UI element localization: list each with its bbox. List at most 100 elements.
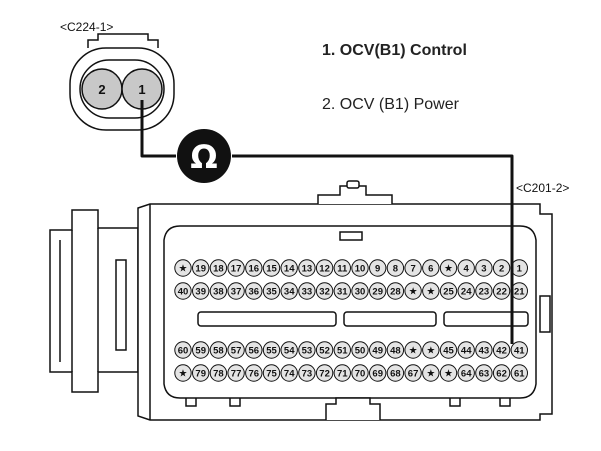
c201-pin bbox=[209, 282, 228, 300]
c201-pin-label: 40 bbox=[178, 287, 189, 298]
c201-pin-label: 70 bbox=[355, 369, 366, 380]
c201-divider-left bbox=[197, 311, 337, 327]
c201-pin bbox=[422, 282, 440, 300]
c201-pin-label: 58 bbox=[213, 346, 224, 357]
c201-pin bbox=[209, 341, 228, 359]
c201-pin-label: 19 bbox=[195, 264, 206, 275]
c201-pin-label: ★ bbox=[426, 369, 435, 380]
c201-pin-label: 35 bbox=[266, 287, 277, 298]
c201-pin bbox=[386, 282, 405, 300]
c201-latch-knob bbox=[346, 180, 360, 189]
c201-pin-label: 28 bbox=[390, 287, 401, 298]
c201-slot bbox=[115, 259, 127, 351]
c201-pin-label: 59 bbox=[195, 346, 206, 357]
c201-pin bbox=[227, 282, 245, 300]
c201-pin-label: 10 bbox=[355, 264, 366, 275]
c201-pin bbox=[262, 364, 281, 382]
c201-pin-label: 30 bbox=[355, 287, 366, 298]
c201-bottom-lock bbox=[325, 397, 381, 420]
c201-pin-label: ★ bbox=[444, 369, 453, 380]
c201-pin bbox=[351, 364, 369, 382]
c201-pin-label: 39 bbox=[195, 287, 206, 298]
c201-pin-label: 11 bbox=[337, 264, 348, 275]
c201-pin bbox=[475, 341, 493, 359]
c201-pin bbox=[333, 259, 351, 277]
c201-pin-label: ★ bbox=[409, 287, 418, 298]
c201-pin bbox=[245, 341, 263, 359]
c201-pin bbox=[475, 259, 493, 277]
c201-pin-label: 56 bbox=[249, 346, 260, 357]
c224-connector-label: <C224-1> bbox=[60, 20, 114, 34]
c201-pin-label: 1 bbox=[517, 264, 523, 275]
c201-pin-label: 7 bbox=[410, 264, 415, 275]
c201-pin-label: 21 bbox=[514, 287, 525, 298]
c201-pin bbox=[386, 259, 405, 277]
c201-pin bbox=[209, 364, 228, 382]
c201-divider-mid bbox=[343, 311, 437, 327]
c201-pin bbox=[386, 341, 405, 359]
c201-pin-label: 16 bbox=[249, 264, 260, 275]
c201-pin-label: 57 bbox=[231, 346, 242, 357]
c201-pin bbox=[351, 259, 369, 277]
c201-pin-label: 4 bbox=[464, 264, 470, 275]
c201-pin bbox=[192, 364, 210, 382]
c201-right-rib bbox=[539, 295, 551, 333]
c201-pin bbox=[404, 282, 422, 300]
c201-pin bbox=[510, 341, 528, 359]
c224-top-tab bbox=[87, 33, 159, 48]
c201-pin bbox=[245, 364, 263, 382]
c201-pin-label: 71 bbox=[337, 369, 348, 380]
c201-pin bbox=[457, 282, 475, 300]
c224-connector: 2 1 bbox=[69, 33, 175, 131]
c201-pin bbox=[404, 364, 422, 382]
c201-pin bbox=[404, 341, 422, 359]
c201-pin bbox=[492, 282, 511, 300]
c201-pin-label: 67 bbox=[408, 369, 419, 380]
c201-pin-label: 25 bbox=[443, 287, 454, 298]
c201-left-flange-inner bbox=[59, 228, 99, 372]
ohmmeter-symbol: Ω bbox=[177, 129, 231, 183]
c201-pin-label: 32 bbox=[319, 287, 330, 298]
c201-pin bbox=[475, 282, 493, 300]
c201-bottom-teeth bbox=[185, 398, 511, 407]
c201-pin bbox=[422, 259, 440, 277]
c201-pin bbox=[280, 259, 298, 277]
c224-pin-2-label: 2 bbox=[98, 82, 105, 97]
c201-pin-label: 54 bbox=[284, 346, 295, 357]
c201-pin-label: 62 bbox=[496, 369, 507, 380]
legend-item-1-text: OCV(B1) Control bbox=[339, 42, 467, 59]
c201-pin-label: ★ bbox=[409, 346, 418, 357]
c201-connector-label: <C201-2> bbox=[516, 181, 570, 195]
c201-pin-label: 36 bbox=[249, 287, 260, 298]
c201-pin-label: 12 bbox=[319, 264, 330, 275]
c201-pin-label: ★ bbox=[444, 264, 453, 275]
c201-pin-label: 55 bbox=[266, 346, 277, 357]
c201-pin-label: 14 bbox=[284, 264, 295, 275]
c201-pin-label: ★ bbox=[179, 369, 188, 380]
c201-pin-label: 69 bbox=[372, 369, 383, 380]
c201-pin-label: 76 bbox=[249, 369, 260, 380]
c201-pin bbox=[280, 364, 298, 382]
legend-item-1-num: 1. bbox=[322, 42, 336, 59]
c201-pin bbox=[315, 341, 334, 359]
c201-pin-label: 15 bbox=[266, 264, 277, 275]
c201-pin bbox=[298, 282, 316, 300]
c201-pin bbox=[192, 282, 210, 300]
legend-item-2-text: OCV (B1) Power bbox=[339, 96, 459, 113]
c201-pin-label: 49 bbox=[372, 346, 383, 357]
c201-pin-label: 64 bbox=[461, 369, 472, 380]
c201-pin bbox=[422, 341, 440, 359]
c201-pin-label: 37 bbox=[231, 287, 242, 298]
ohm-icon bbox=[177, 129, 231, 183]
c201-pin bbox=[280, 341, 298, 359]
c201-pin bbox=[386, 364, 405, 382]
c201-pin-label: 45 bbox=[443, 346, 454, 357]
c201-pin-label: 61 bbox=[514, 369, 525, 380]
c201-pin bbox=[369, 259, 387, 277]
c201-pin-label: 42 bbox=[496, 346, 507, 357]
c201-pin bbox=[369, 282, 387, 300]
c201-pin-label: 8 bbox=[393, 264, 398, 275]
c201-pin-label: ★ bbox=[179, 264, 188, 275]
c201-pin-label: 43 bbox=[479, 346, 490, 357]
